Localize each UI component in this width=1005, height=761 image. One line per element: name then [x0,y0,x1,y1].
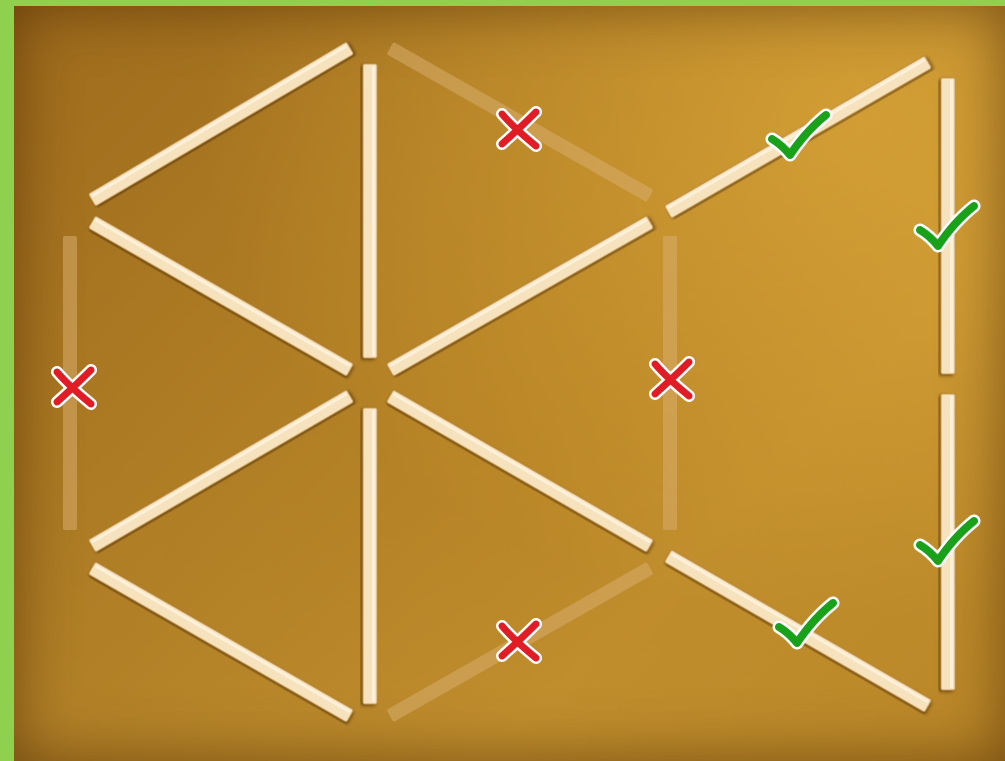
matchstick-m2[interactable] [363,64,377,358]
matchstick-m14[interactable] [89,562,354,722]
matchstick-m11[interactable] [363,408,377,704]
matchstick-m1[interactable] [88,42,353,206]
matchstick-m10[interactable] [387,390,654,552]
matchstick-m6[interactable] [387,216,654,376]
matchstick-m9[interactable] [88,390,353,552]
matchstick-m5[interactable] [89,216,354,376]
check-icon [772,115,826,155]
